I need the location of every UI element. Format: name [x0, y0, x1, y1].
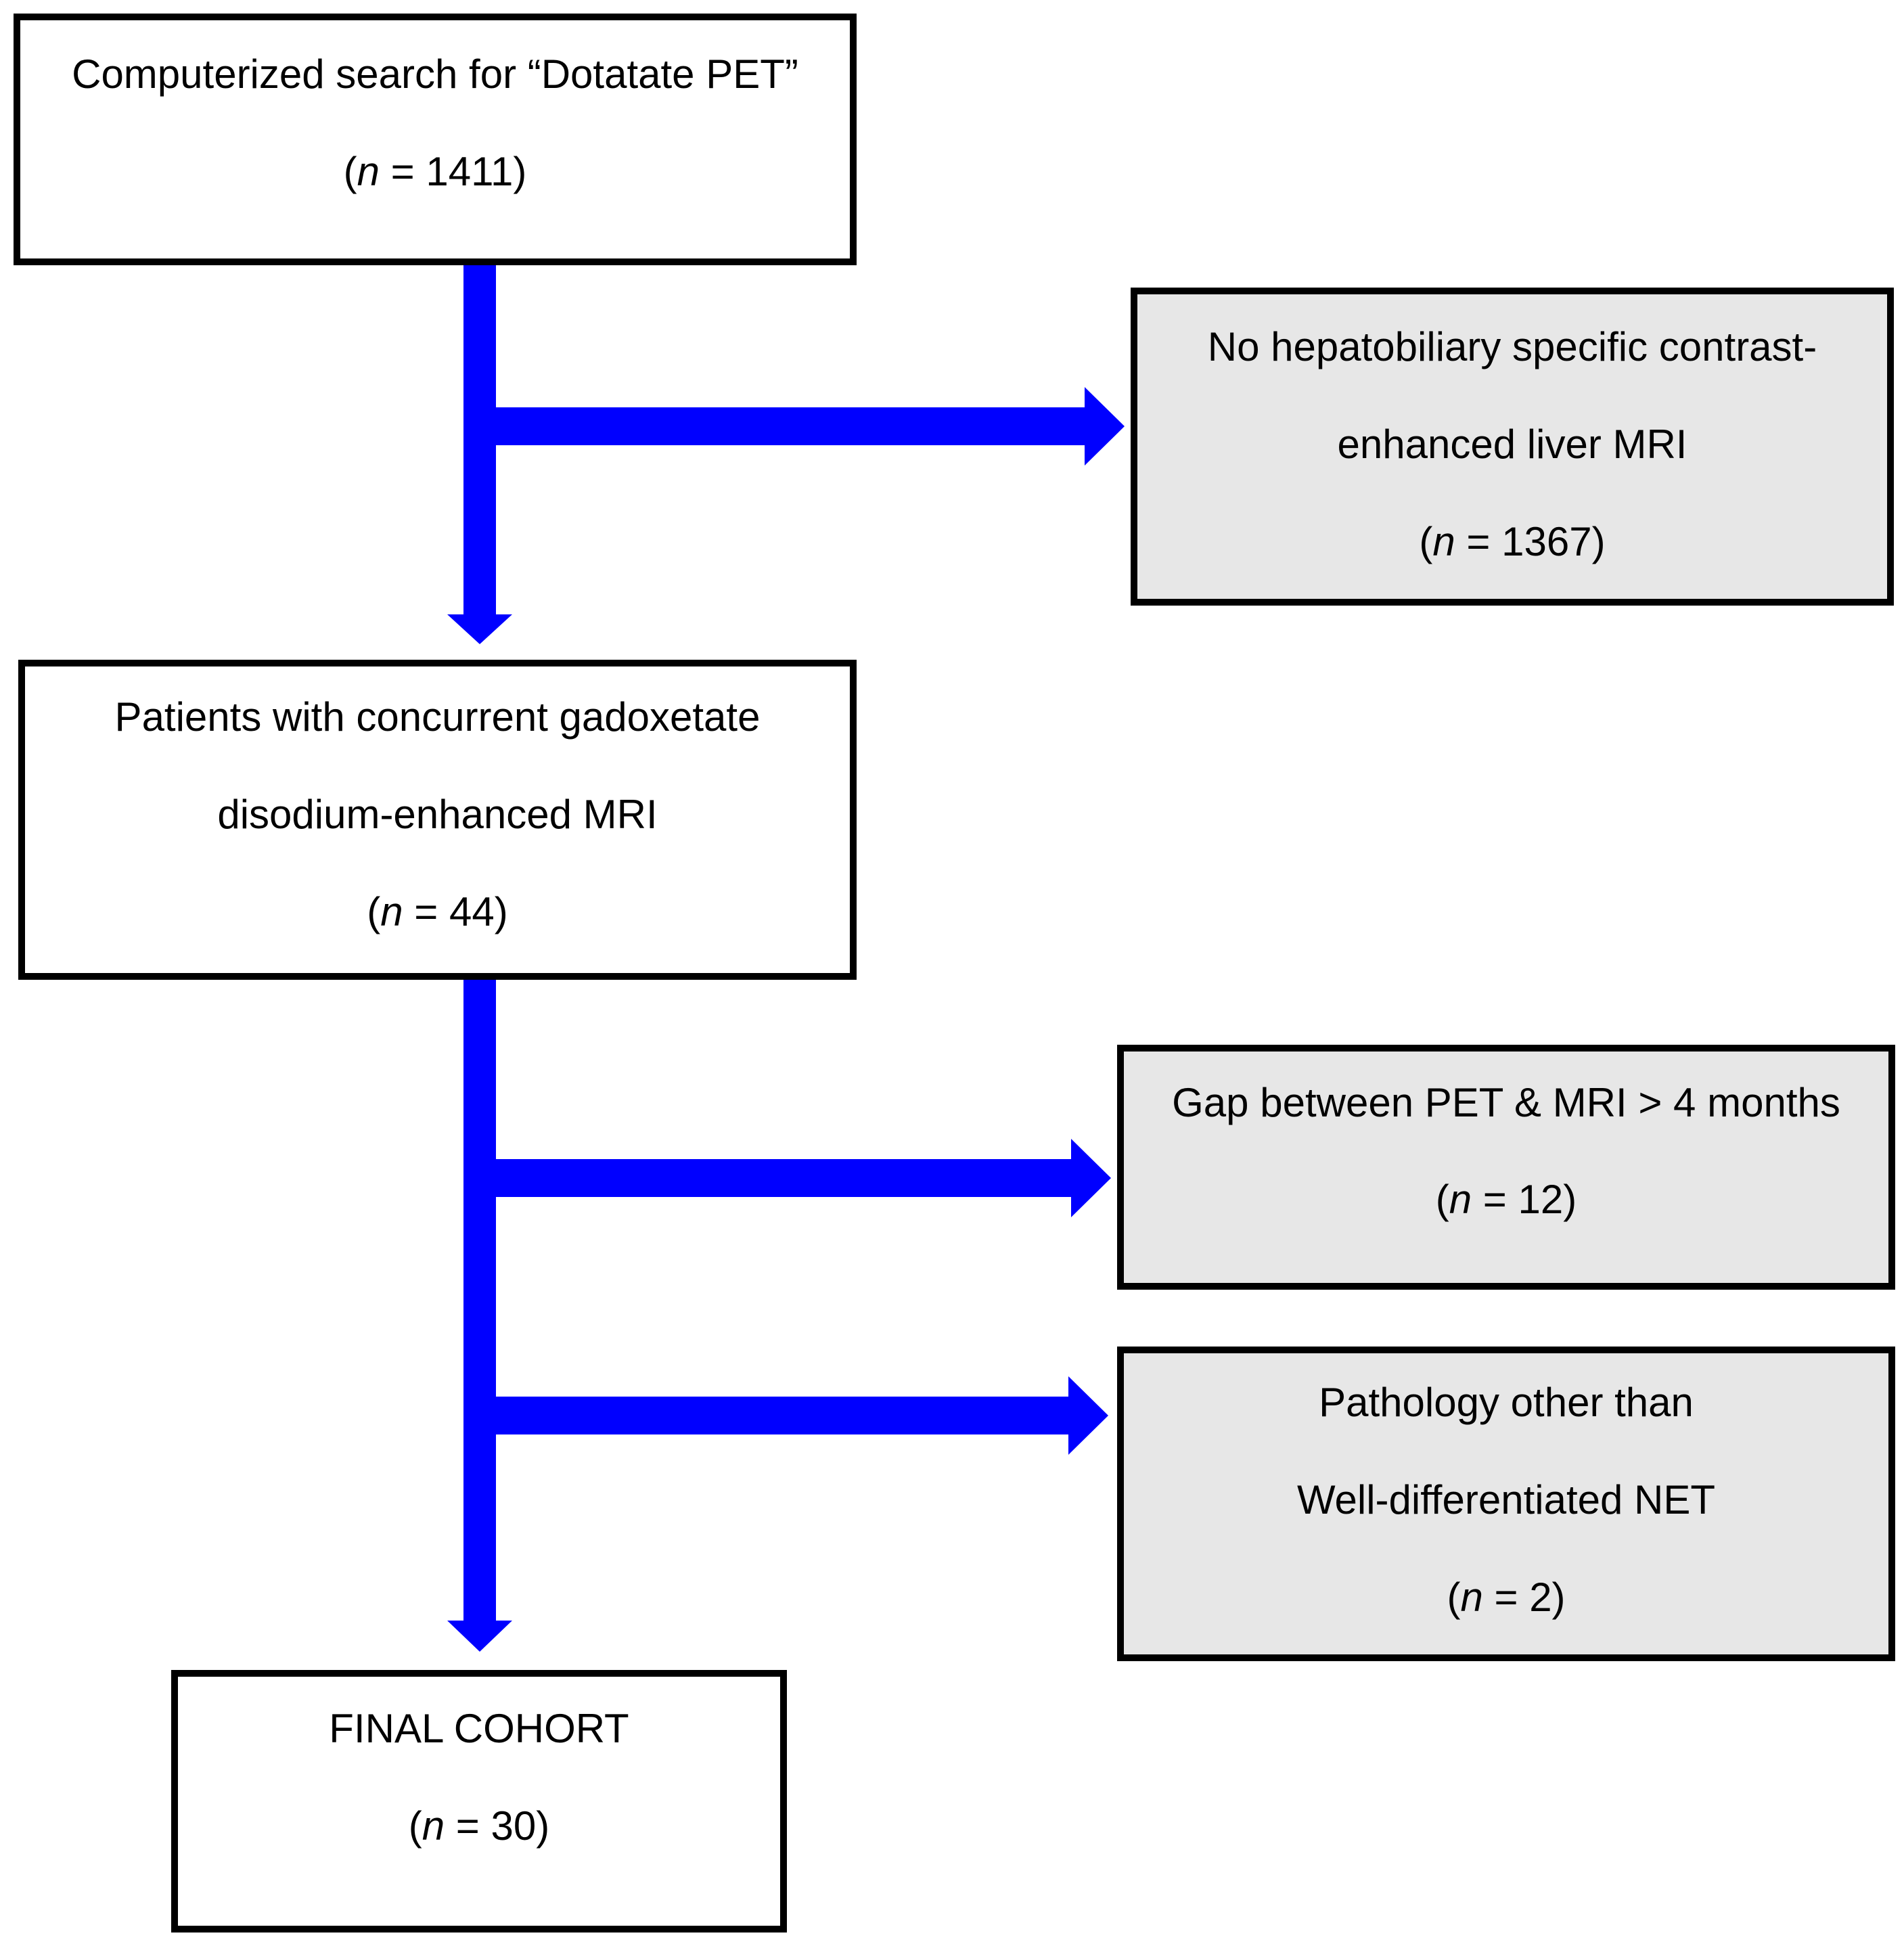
exclusion-pathology-label-line-2: Well-differentiated NET: [1296, 1477, 1716, 1522]
exclusion-no-mri-count: (n = 1367): [1419, 519, 1606, 564]
search-results-label: Computerized search for “Dotatate PET”: [72, 51, 798, 97]
final-cohort-label: FINAL COHORT: [329, 1706, 629, 1751]
main-flow-arrow-1: [447, 265, 512, 644]
concurrent-mri-count: (n = 44): [367, 889, 508, 934]
branch-arrow-no-mri: [496, 387, 1125, 466]
branch-shaft-no-mri: [496, 407, 1085, 445]
exclusion-box-gap: Gap between PET & MRI > 4 months (n = 12…: [1117, 1045, 1895, 1290]
exclusion-pathology-label-line-1: Pathology other than: [1319, 1380, 1694, 1425]
main-flow-arrow-2: [447, 980, 512, 1652]
concurrent-mri-label-line-2: disodium-enhanced MRI: [217, 792, 658, 837]
exclusion-no-mri-label-line-1: No hepatobiliary specific contrast-: [1207, 324, 1817, 369]
main-flow-arrowhead-2: [447, 1621, 512, 1652]
branch-arrowhead-no-mri: [1085, 387, 1125, 466]
exclusion-pathology-count: (n = 2): [1447, 1575, 1566, 1620]
branch-arrowhead-pathology: [1068, 1376, 1108, 1455]
main-flow-shaft-2: [463, 980, 496, 1621]
exclusion-no-mri-label-line-2: enhanced liver MRI: [1337, 422, 1687, 467]
exclusion-gap-label: Gap between PET & MRI > 4 months: [1172, 1080, 1840, 1125]
branch-arrow-pathology: [496, 1376, 1108, 1455]
exclusion-gap-count: (n = 12): [1435, 1177, 1577, 1222]
exclusion-box-no-mri: No hepatobiliary specific contrast- enha…: [1131, 288, 1894, 606]
branch-shaft-pathology: [496, 1397, 1068, 1434]
search-results-count: (n = 1411): [343, 149, 527, 194]
exclusion-box-pathology: Pathology other than Well-differentiated…: [1117, 1347, 1895, 1661]
branch-arrow-gap: [496, 1139, 1111, 1217]
concurrent-mri-box: Patients with concurrent gadoxetate diso…: [18, 660, 857, 980]
branch-shaft-gap: [496, 1159, 1071, 1197]
branch-arrowhead-gap: [1071, 1139, 1111, 1217]
main-flow-shaft-1: [463, 265, 496, 614]
search-results-box: Computerized search for “Dotatate PET” (…: [14, 14, 857, 265]
main-flow-arrowhead-1: [447, 614, 512, 644]
final-cohort-box: FINAL COHORT (n = 30): [171, 1670, 787, 1932]
final-cohort-count: (n = 30): [408, 1803, 550, 1849]
concurrent-mri-label-line-1: Patients with concurrent gadoxetate: [114, 694, 761, 740]
